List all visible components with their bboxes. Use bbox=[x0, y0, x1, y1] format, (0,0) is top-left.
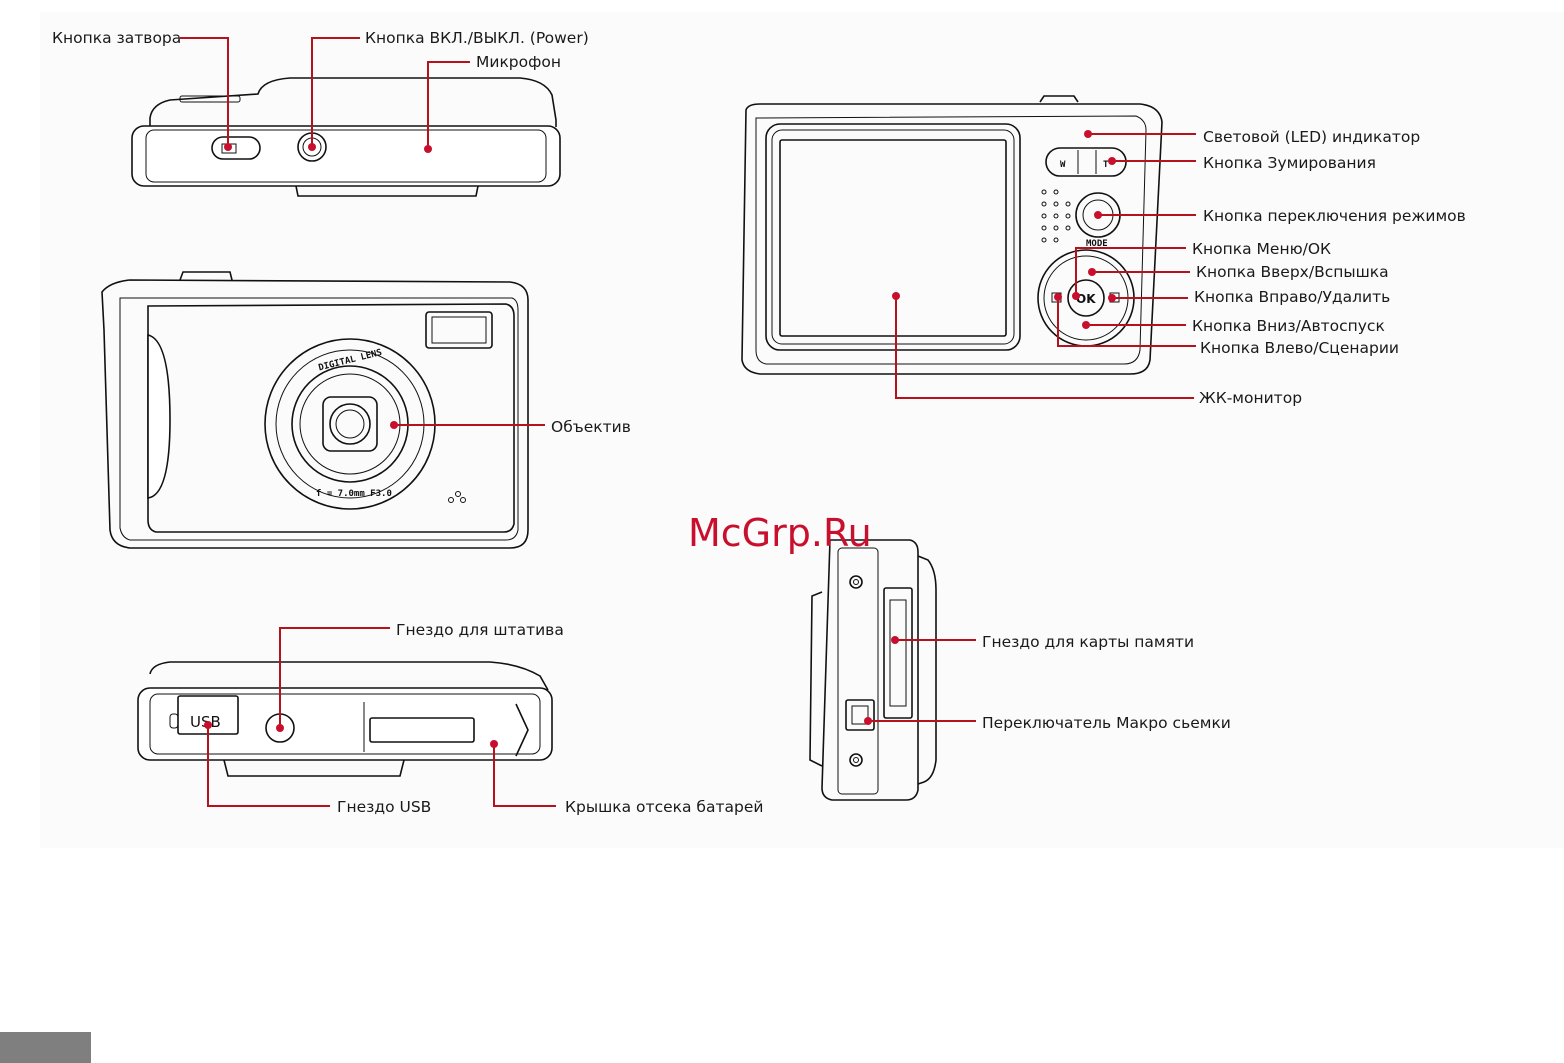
lens-ring-marking: DIGITAL LENS bbox=[318, 348, 384, 373]
camera-side-view bbox=[809, 539, 937, 801]
label-left-scenes-button: Кнопка Влево/Сценарии bbox=[1200, 339, 1399, 357]
label-zoom-button: Кнопка Зумирования bbox=[1203, 154, 1376, 172]
label-shutter-button: Кнопка затвора bbox=[52, 29, 181, 47]
page-corner-tab bbox=[0, 1032, 91, 1063]
camera-top-view bbox=[131, 77, 561, 197]
ok-marking: OK bbox=[1076, 292, 1096, 306]
label-memory-card-slot: Гнездо для карты памяти bbox=[982, 633, 1194, 651]
label-mode-button: Кнопка переключения режимов bbox=[1203, 207, 1466, 225]
label-battery-cover: Крышка отсека батарей bbox=[565, 798, 763, 816]
leader-lines bbox=[180, 37, 1196, 807]
camera-back-view: W T MODE OK bbox=[741, 95, 1163, 375]
camera-bottom-view: USB bbox=[137, 661, 553, 777]
label-right-delete-button: Кнопка Вправо/Удалить bbox=[1194, 288, 1390, 306]
zoom-t-marking: T bbox=[1103, 160, 1109, 170]
label-led-indicator: Световой (LED) индикатор bbox=[1203, 128, 1420, 146]
label-macro-switch: Переключатель Макро сьемки bbox=[982, 714, 1231, 732]
label-microphone: Микрофон bbox=[476, 53, 561, 71]
label-power-button: Кнопка ВКЛ./ВЫКЛ. (Power) bbox=[365, 29, 589, 47]
label-down-timer-button: Кнопка Вниз/Автоспуск bbox=[1192, 317, 1385, 335]
label-tripod-socket: Гнездо для штатива bbox=[396, 621, 564, 639]
lens-spec-marking: f = 7.0mm F3.0 bbox=[316, 489, 392, 499]
label-up-flash-button: Кнопка Вверх/Вспышка bbox=[1196, 263, 1389, 281]
label-lens: Объектив bbox=[551, 418, 631, 436]
label-menu-ok-button: Кнопка Меню/ОК bbox=[1192, 240, 1331, 258]
watermark: McGrp.Ru bbox=[688, 511, 872, 555]
camera-front-view: DIGITAL LENS f = 7.0mm F3.0 bbox=[101, 271, 529, 549]
part-labels: Кнопка затвора Кнопка ВКЛ./ВЫКЛ. (Power)… bbox=[52, 29, 1466, 816]
label-usb-port: Гнездо USB bbox=[337, 798, 431, 816]
mode-marking: MODE bbox=[1086, 239, 1108, 249]
zoom-w-marking: W bbox=[1060, 160, 1066, 170]
label-lcd-monitor: ЖК-монитор bbox=[1199, 389, 1302, 407]
